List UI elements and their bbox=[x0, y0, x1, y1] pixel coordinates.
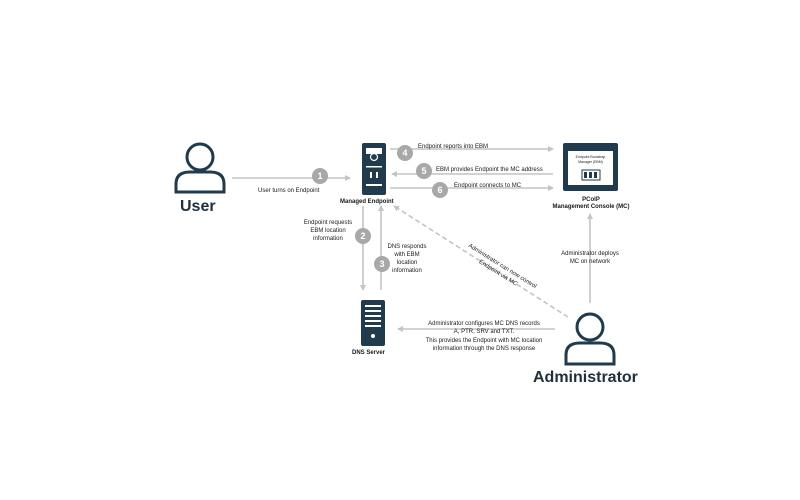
admin-configures-label-line3: This provides the Endpoint with MC locat… bbox=[425, 338, 543, 344]
step-2-label-line1: Endpoint requests bbox=[303, 220, 353, 226]
admin-deploys-label-line1: Administrator deploys bbox=[561, 251, 619, 257]
step-2-label-line2: EBM location bbox=[310, 228, 346, 234]
step-4-label: Endpoint reports into EBM bbox=[418, 144, 489, 150]
step-1-label: User turns on Endpoint bbox=[258, 188, 320, 194]
step-3-label-line4: information bbox=[392, 268, 422, 274]
arrow-admin-control bbox=[393, 205, 569, 318]
step-3-label-line1: DNS responds bbox=[387, 244, 427, 250]
dns-server-label: DNS Server bbox=[352, 350, 386, 356]
admin-configures-label-line1: Administrator configures MC DNS records bbox=[428, 321, 540, 327]
management-console-label-line2: Management Console (MC) bbox=[552, 204, 630, 210]
managed-endpoint-label: Managed Endpoint bbox=[340, 199, 394, 205]
step-5-label: EBM provides Endpoint the MC address bbox=[436, 167, 543, 173]
step-2-badge: 2 bbox=[355, 228, 371, 244]
management-console-label-line1: PCoIP bbox=[582, 197, 600, 203]
step-2-label-line3: information bbox=[313, 236, 343, 242]
user-icon bbox=[174, 142, 226, 194]
step-3-badge: 3 bbox=[374, 256, 390, 272]
step-6-badge: 6 bbox=[432, 182, 448, 198]
user-label: User bbox=[180, 198, 216, 215]
management-console-icon bbox=[563, 143, 618, 191]
dns-server-icon bbox=[361, 300, 385, 346]
step-4-badge: 4 bbox=[397, 145, 413, 161]
step-6-label: Endpoint connects to MC bbox=[454, 183, 522, 189]
mc-screen-text-line1: Endpoint Bootstrap bbox=[575, 155, 606, 159]
step-3-label-line3: location bbox=[396, 260, 418, 266]
admin-deploys-label-line2: MC on network bbox=[569, 259, 611, 265]
administrator-label: Administrator bbox=[533, 369, 638, 386]
step-1-badge: 1 bbox=[312, 168, 328, 184]
mc-screen-text-line2: Manager (EBM) bbox=[578, 160, 603, 164]
step-5-badge: 5 bbox=[416, 163, 432, 179]
step-3-label-line2: with EBM bbox=[394, 252, 420, 258]
admin-configures-label-line2: A, PTR, SRV and TXT. bbox=[453, 329, 515, 335]
administrator-icon bbox=[564, 312, 616, 366]
admin-configures-label-line4: information through the DNS response bbox=[432, 346, 536, 352]
managed-endpoint-icon bbox=[362, 143, 386, 195]
